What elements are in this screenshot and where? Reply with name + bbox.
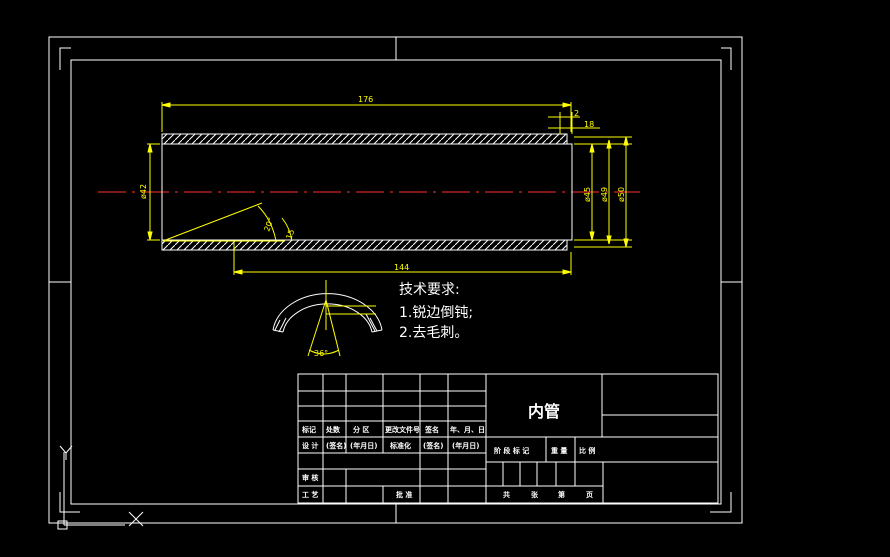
tb-label-mark: 标记: [301, 425, 316, 434]
dim-end-offset: 18: [584, 120, 594, 129]
dim-angle-15: 15: [284, 228, 296, 241]
tb-label-weight: 重 量: [551, 446, 567, 455]
tube-section[interactable]: [161, 133, 573, 251]
tb-label-standard-sign: (签名): [423, 441, 443, 450]
tb-label-process: 工 艺: [302, 490, 318, 499]
tb-label-date: 年、月、日: [450, 425, 485, 434]
detail-angle-lines: [307, 280, 376, 357]
tb-label-design-sign: (签名): [326, 441, 346, 450]
dim-detail-angle: 36°: [314, 349, 328, 358]
tb-label-sign: 签名: [424, 425, 439, 434]
tb-label-standard-date: (年月日): [452, 441, 479, 450]
title-block[interactable]: [297, 373, 719, 504]
part-name: 内管: [528, 402, 560, 421]
tb-label-approve: 批 准: [396, 490, 412, 499]
tb-label-no: 第: [558, 490, 565, 499]
tb-label-standard: 标准化: [389, 441, 411, 450]
tb-label-scale: 比 例: [579, 446, 595, 455]
dim-dia-45: ø45: [583, 187, 592, 202]
dim-end-gap: 2: [574, 109, 579, 118]
tb-label-stage: 阶 段 标 记: [494, 446, 529, 455]
tb-label-design-date: (年月日): [350, 441, 377, 450]
tb-label-page: 页: [586, 491, 593, 499]
tb-label-total: 共: [503, 490, 510, 499]
tb-label-review: 审 核: [302, 473, 318, 482]
dim-overall-length: 176: [358, 95, 373, 104]
tb-label-change-doc: 更改文件号: [385, 425, 420, 434]
tb-label-zone: 分 区: [353, 425, 369, 434]
dim-dia-49: ø49: [600, 187, 609, 202]
dim-bore-length: 144: [394, 263, 409, 272]
dim-angle-20: 20°: [262, 216, 275, 232]
notes-line-2: 2.去毛刺。: [399, 325, 468, 341]
ucs-icon: [57, 445, 144, 530]
tb-label-count: 处数: [325, 425, 341, 434]
drawing-border: [48, 36, 743, 524]
dim-dia-50: ø50: [617, 187, 626, 202]
dim-left-dia: ø42: [139, 184, 148, 199]
dimension-lines: [147, 102, 632, 275]
notes-heading: 技术要求:: [399, 282, 460, 298]
notes-line-1: 1.锐边倒钝;: [399, 305, 473, 321]
tb-label-sheets: 张: [531, 490, 539, 499]
detail-arc-view[interactable]: [272, 293, 383, 333]
tb-label-design: 设 计: [302, 441, 318, 450]
